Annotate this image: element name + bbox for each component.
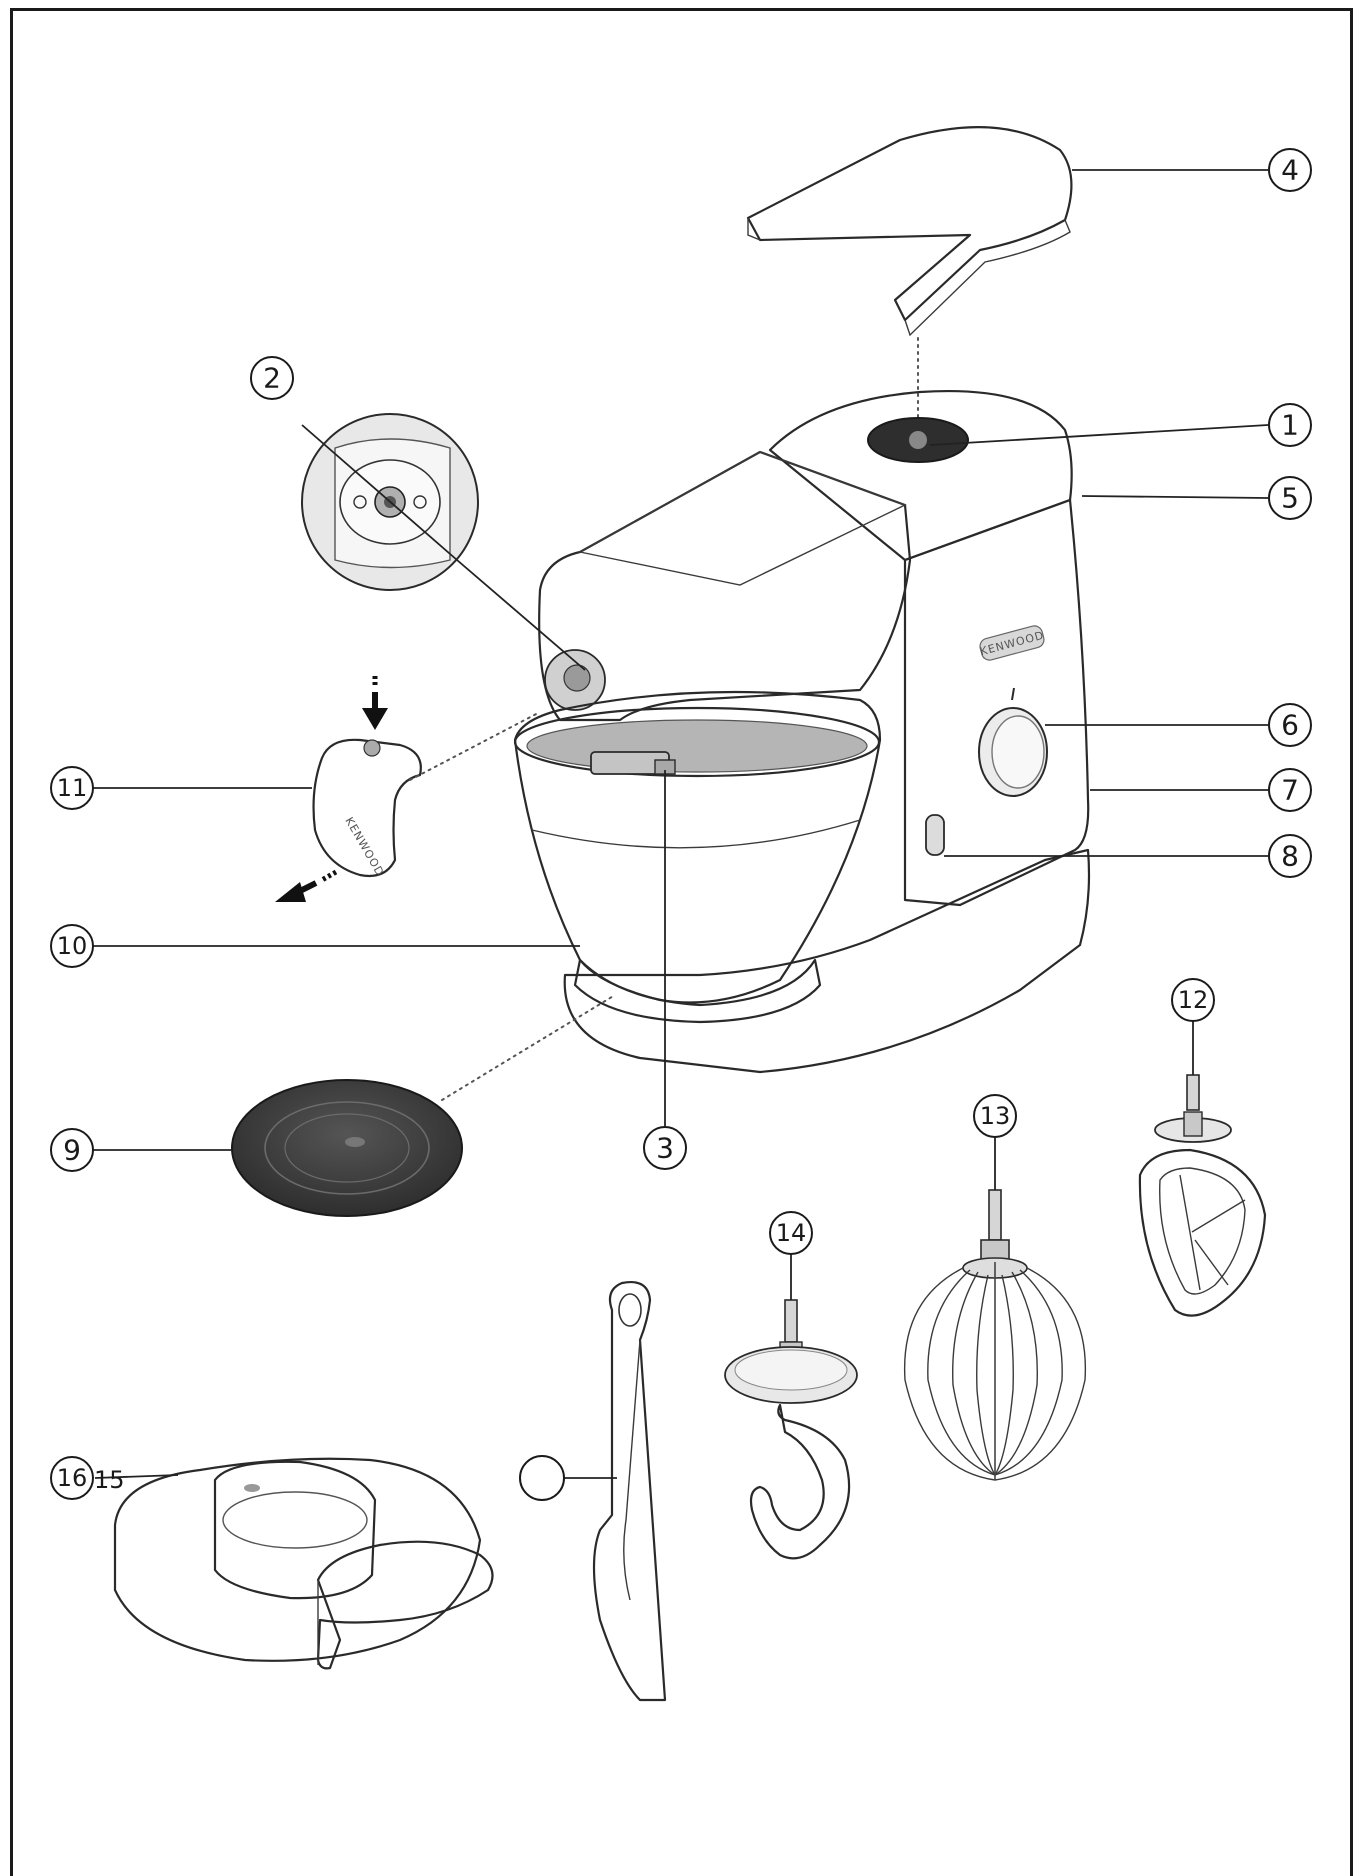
- callout-13: 13: [973, 1094, 1017, 1138]
- page-border: [10, 8, 1353, 1876]
- svg-text:2: 2: [263, 362, 281, 395]
- whisk: [903, 1189, 1087, 1481]
- callout-10: 10: [50, 924, 94, 968]
- beater-shaft: [590, 751, 676, 775]
- callout-6: 6: [1268, 703, 1312, 747]
- splash-guard: [113, 1457, 494, 1670]
- callout-16: 16: [50, 1456, 94, 1500]
- callout-9: 9: [50, 1128, 94, 1172]
- pull-arrow-icon: [275, 869, 338, 902]
- callout-blank: [519, 1455, 565, 1501]
- svg-text:11: 11: [57, 774, 88, 802]
- k-beater: [1138, 1074, 1267, 1317]
- callout-11: 11: [50, 766, 94, 810]
- svg-text:13: 13: [980, 1102, 1011, 1130]
- callout-7: 7: [1268, 768, 1312, 812]
- callout-8: 8: [1268, 834, 1312, 878]
- callout-15: 15: [94, 1466, 125, 1494]
- svg-text:5: 5: [1281, 482, 1299, 515]
- svg-text:14: 14: [776, 1219, 807, 1247]
- svg-text:4: 4: [1281, 154, 1299, 187]
- callout-5: 5: [1268, 476, 1312, 520]
- svg-text:1: 1: [1281, 409, 1299, 442]
- svg-text:6: 6: [1281, 709, 1299, 742]
- slow-outlet-cover: KENWOOD: [312, 738, 422, 879]
- svg-text:16: 16: [57, 1464, 88, 1492]
- press-arrow-icon: [362, 676, 388, 730]
- svg-text:12: 12: [1178, 986, 1209, 1014]
- callout-12: 12: [1171, 978, 1215, 1022]
- callout-1: 1: [1268, 403, 1312, 447]
- brand-badge: KENWOOD: [979, 625, 1046, 661]
- svg-text:3: 3: [656, 1132, 674, 1165]
- svg-text:8: 8: [1281, 840, 1299, 873]
- outlet-cover: [746, 126, 1073, 337]
- anti-slip-mat: [231, 1079, 463, 1217]
- callout-3: 3: [643, 1126, 687, 1170]
- svg-text:10: 10: [57, 932, 88, 960]
- svg-text:KENWOOD: KENWOOD: [342, 815, 386, 879]
- callout-14: 14: [769, 1211, 813, 1255]
- svg-text:9: 9: [63, 1134, 81, 1167]
- dough-hook: [724, 1299, 858, 1560]
- svg-text:7: 7: [1281, 774, 1299, 807]
- speed-control: [978, 687, 1048, 797]
- spatula: [592, 1281, 667, 1702]
- callout-4: 4: [1268, 148, 1312, 192]
- callout-2: 2: [250, 356, 294, 400]
- mixing-bowl: [513, 690, 882, 1024]
- head-lift-lever: [925, 814, 945, 856]
